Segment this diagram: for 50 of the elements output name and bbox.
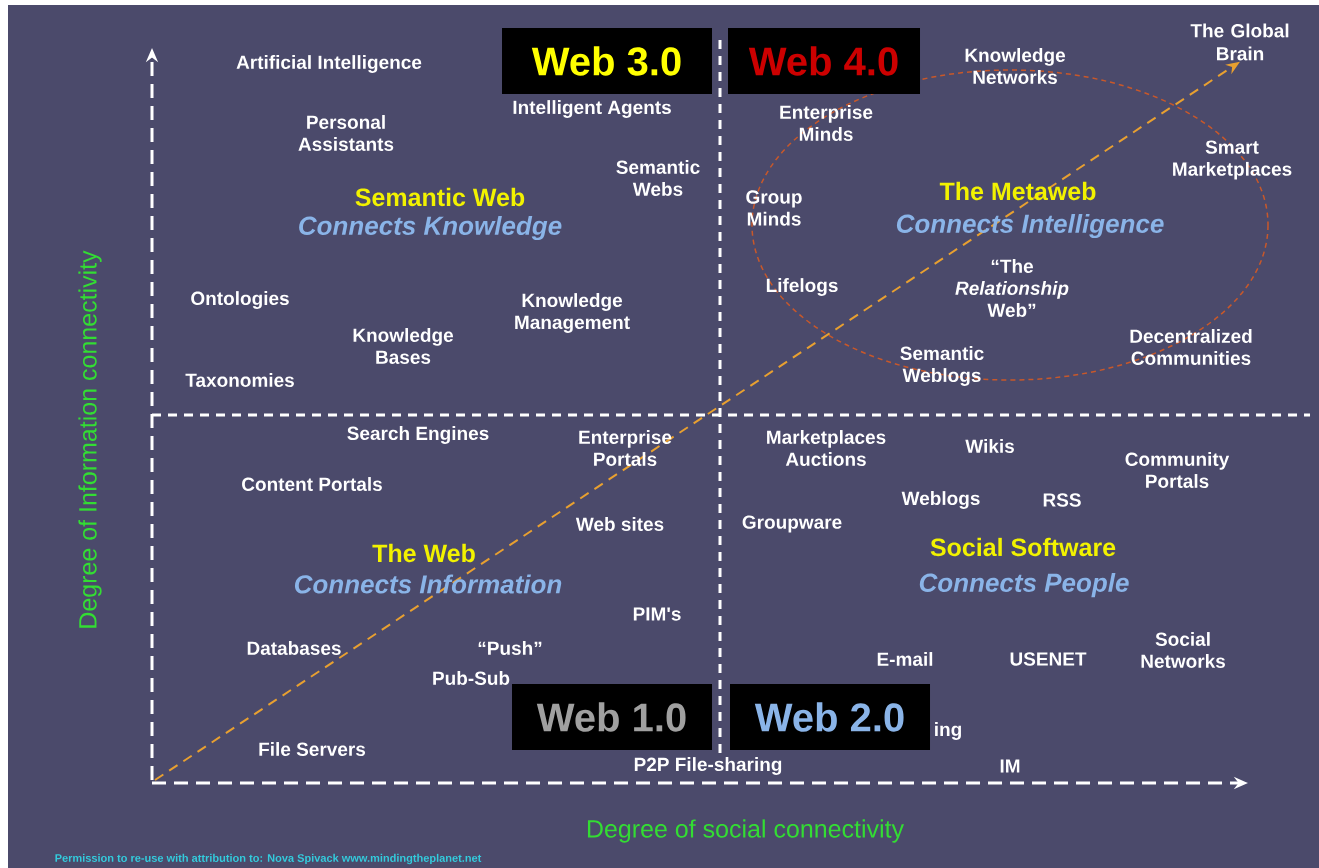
quadrant-heading: The Metaweb: [939, 181, 1096, 201]
axis-label: Degree of social connectivity: [587, 819, 904, 843]
axis-label: Degree of Information connectivity: [78, 250, 102, 628]
quadrant-subtitle: Connects Intelligence: [896, 213, 1164, 239]
text-label: USENET: [1010, 652, 1087, 666]
quadrant-subtitle: Connects Knowledge: [299, 215, 562, 241]
text-label: Groupware: [742, 515, 842, 533]
text-label: Knowledge Management: [515, 293, 630, 333]
text-label: P2P File-sharing: [634, 757, 782, 775]
version-box: Web 3.0: [502, 28, 712, 94]
text-label: Knowledge Bases: [353, 328, 454, 364]
text-label: Smart Marketplaces: [1173, 140, 1292, 180]
text-label: E-mail: [877, 652, 933, 666]
version-box: Web 4.0: [728, 28, 920, 94]
version-box: Web 2.0: [730, 684, 930, 750]
text-label: Enterprise Portals: [579, 430, 672, 466]
text-label: Semantic Webs: [616, 160, 700, 196]
text-label: Taxonomies: [185, 373, 294, 387]
text-label: File Servers: [259, 742, 366, 756]
text-label: Pub-Sub: [433, 671, 510, 685]
text-label: Web sites: [575, 517, 664, 531]
text-label: Marketplaces Auctions: [767, 430, 886, 466]
text-label: Group Minds: [746, 190, 802, 226]
text-label: Lifelogs: [766, 278, 838, 296]
text-label: IM: [1000, 759, 1020, 773]
quadrant-heading: The Web: [372, 543, 475, 563]
text-label: RSS: [1043, 493, 1081, 507]
version-box: Web 1.0: [512, 684, 712, 750]
text-label: Weblogs: [901, 491, 980, 509]
quadrant-subtitle: Connects Information: [294, 574, 562, 594]
credit-line: Permission to re-use with attribution to: Nova Spivack www.mindingtheplanet.net: [55, 853, 482, 865]
text-label: “The Relationship Web”: [955, 259, 1069, 317]
text-label: The Global Brain: [1190, 23, 1289, 61]
text-label: “Push”: [478, 641, 542, 655]
text-label: Ontologies: [191, 291, 289, 309]
text-label: Personal Assistants: [298, 115, 394, 151]
quadrant-subtitle: Connects People: [919, 572, 1129, 598]
text-label: Artificial Intelligence: [236, 55, 422, 73]
text-label: Search Engines: [347, 426, 489, 444]
text-label: Social Networks: [1141, 632, 1225, 668]
text-label: Community Portals: [1125, 452, 1230, 488]
text-label: Decentralized Communities: [1130, 329, 1252, 365]
text-label: Databases: [247, 641, 341, 655]
quadrant-heading: Semantic Web: [355, 187, 525, 207]
text-label: Knowledge Networks: [965, 48, 1066, 84]
text-label: Semantic Weblogs: [900, 346, 984, 386]
text-label: Wikis: [965, 439, 1014, 453]
quadrant-heading: Social Software: [930, 537, 1116, 557]
text-label: Content Portals: [242, 477, 382, 491]
text-label: PIM's: [633, 607, 681, 621]
